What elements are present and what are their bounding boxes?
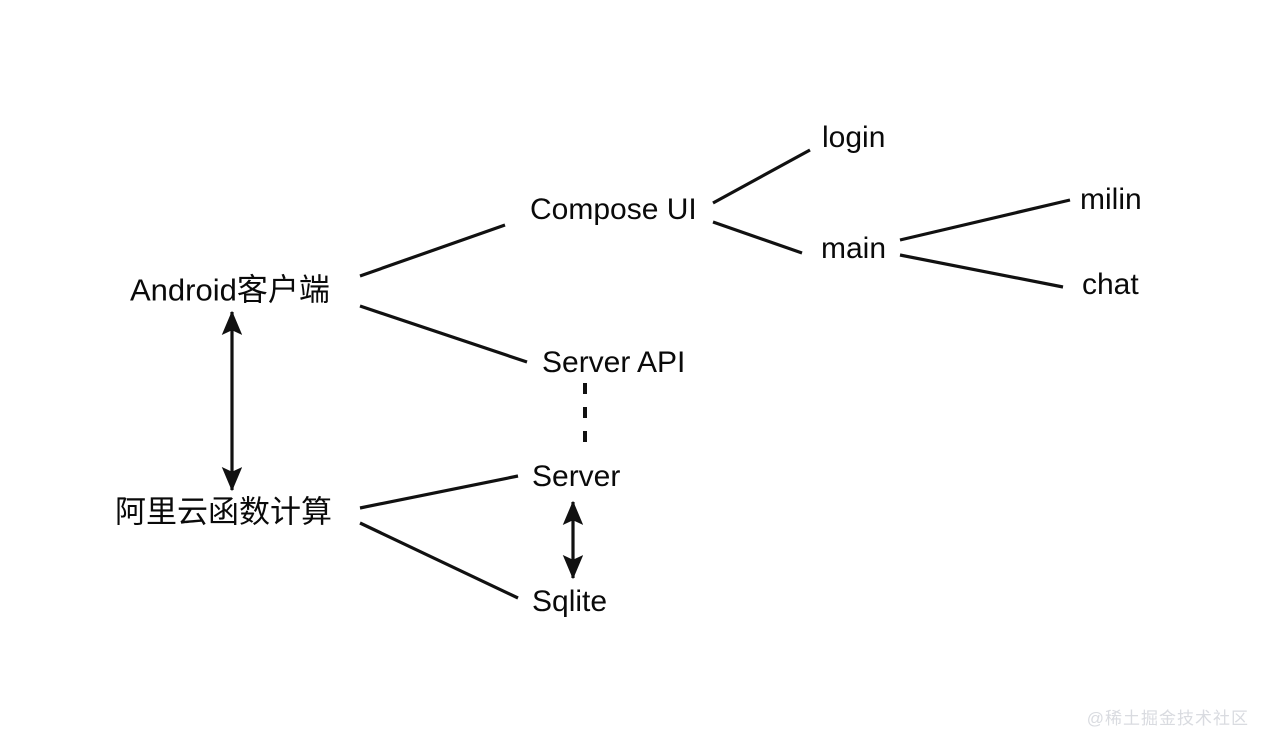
node-milin: milin (1080, 183, 1142, 216)
node-login: login (822, 121, 886, 154)
node-aliyun_fc: 阿里云函数计算 (115, 494, 332, 530)
watermark: @稀土掘金技术社区 (1086, 709, 1249, 728)
node-server: Server (532, 460, 621, 493)
edge-compose-main (712, 220, 803, 255)
edge-main-chat (899, 253, 1064, 289)
edge-aliyun-server (359, 474, 519, 510)
node-compose_ui: Compose UI (530, 193, 697, 226)
edge-main-milin (899, 198, 1071, 242)
node-server_api: Server API (542, 346, 686, 379)
edge-android-compose (359, 223, 506, 278)
node-main: main (821, 232, 887, 265)
edge-group (221, 148, 1071, 600)
edge-android-serverapi (359, 304, 528, 364)
node-chat: chat (1082, 268, 1139, 301)
node-android_client: Android客户端 (130, 272, 330, 308)
node-sqlite: Sqlite (532, 585, 608, 618)
edge-compose-login (712, 148, 811, 205)
edge-aliyun-sqlite (359, 521, 519, 600)
